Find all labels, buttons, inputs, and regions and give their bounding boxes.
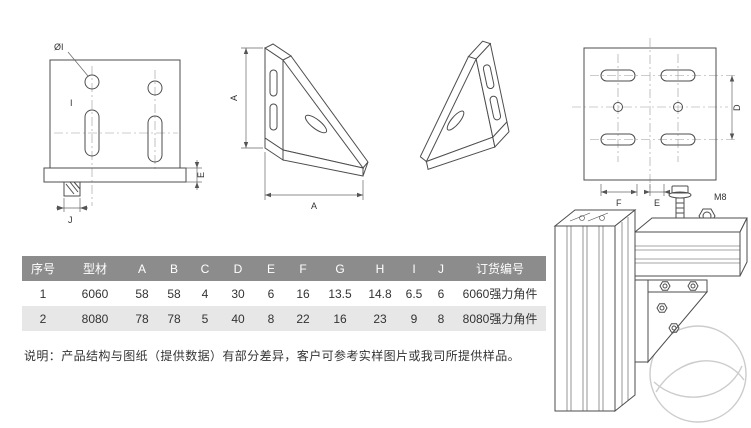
bracket-front-outline xyxy=(43,59,187,197)
header-cell: I xyxy=(400,256,428,281)
table-cell: 16 xyxy=(286,281,320,306)
table-cell: 6 xyxy=(428,281,454,306)
dim-label-i: I xyxy=(70,98,73,108)
table-row: 1 6060 58 58 4 30 6 16 13.5 14.8 6.5 6 6… xyxy=(22,281,546,306)
dim-label-f: F xyxy=(616,198,622,208)
header-cell: G xyxy=(320,256,360,281)
dim-label-dia: ØI xyxy=(54,42,64,52)
dim-label-d: D xyxy=(732,104,742,111)
header-cell: B xyxy=(158,256,190,281)
header-cell: J xyxy=(428,256,454,281)
vertical-profile xyxy=(553,208,637,413)
table-cell: 2 xyxy=(22,306,64,331)
table-cell: 78 xyxy=(126,306,158,331)
dim-label-j: J xyxy=(68,215,73,225)
table-cell: 30 xyxy=(220,281,256,306)
dim-label-e2: E xyxy=(654,198,660,208)
table-cell: 16 xyxy=(320,306,360,331)
isometric-view-drawing: A A xyxy=(229,43,369,211)
bracket-3d xyxy=(419,40,510,170)
table-cell: 58 xyxy=(126,281,158,306)
header-cell: 序号 xyxy=(22,256,64,281)
horizontal-profile xyxy=(633,217,748,277)
table-cell: 8080 xyxy=(64,306,126,331)
header-cell: 型材 xyxy=(64,256,126,281)
dim-label-m8: M8 xyxy=(714,192,727,202)
corner-bracket-assembly xyxy=(634,279,709,364)
rear-view-drawing: D F E M8 xyxy=(572,38,742,224)
watermark-logo xyxy=(649,325,747,423)
dim-label-e: E xyxy=(196,172,206,178)
table-cell: 8080强力角件 xyxy=(454,306,546,331)
front-view-drawing: ØI I J E xyxy=(43,42,206,225)
header-cell: E xyxy=(256,256,286,281)
header-cell: F xyxy=(286,256,320,281)
table-cell: 6060强力角件 xyxy=(454,281,546,306)
table-cell: 13.5 xyxy=(320,281,360,306)
perspective-view-drawing xyxy=(419,40,510,170)
table-cell: 6 xyxy=(256,281,286,306)
bracket-rear-outline xyxy=(583,47,717,181)
table-cell: 40 xyxy=(220,306,256,331)
table-cell: 8 xyxy=(428,306,454,331)
table-row: 2 8080 78 78 5 40 8 22 16 23 9 8 8080强力角… xyxy=(22,306,546,331)
iso-bracket xyxy=(264,43,369,177)
table-cell: 8 xyxy=(256,306,286,331)
table-cell: 1 xyxy=(22,281,64,306)
header-cell: 订货编号 xyxy=(454,256,546,281)
table-cell: 58 xyxy=(158,281,190,306)
header-cell: A xyxy=(126,256,158,281)
table-cell: 23 xyxy=(360,306,400,331)
assembly-drawing xyxy=(553,208,748,423)
table-cell: 5 xyxy=(190,306,220,331)
header-cell: D xyxy=(220,256,256,281)
table-cell: 22 xyxy=(286,306,320,331)
note-text: 说明：产品结构与图纸（提供数据）有部分差异，客户可参考实样图片或我司所提供样品。 xyxy=(24,349,521,363)
dim-label-a-horizontal: A xyxy=(311,201,317,211)
assembly-bolts xyxy=(656,281,699,333)
spec-table: 序号 型材 A B C D E F G H I J 订货编号 1 6060 58… xyxy=(22,256,546,331)
table-cell: 9 xyxy=(400,306,428,331)
table-cell: 6060 xyxy=(64,281,126,306)
dim-label-a-vertical: A xyxy=(229,95,239,101)
table-header-row: 序号 型材 A B C D E F G H I J 订货编号 xyxy=(22,256,546,281)
table-cell: 78 xyxy=(158,306,190,331)
table-cell: 4 xyxy=(190,281,220,306)
table-cell: 6.5 xyxy=(400,281,428,306)
header-cell: H xyxy=(360,256,400,281)
table-cell: 14.8 xyxy=(360,281,400,306)
header-cell: C xyxy=(190,256,220,281)
